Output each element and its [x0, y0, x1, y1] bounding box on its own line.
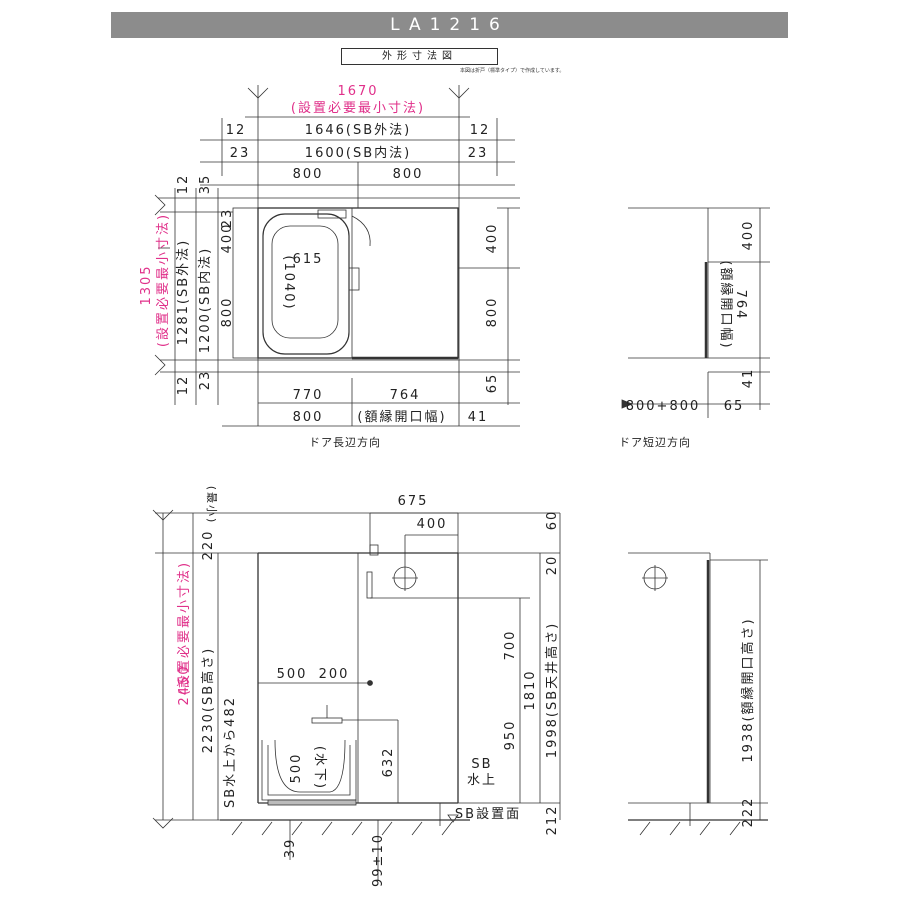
plan-d770: 770 — [293, 388, 324, 403]
elev-d632: 632 — [381, 747, 396, 778]
plan-opening-label: (額縁開口幅) — [357, 409, 446, 425]
elev-d200: 200 — [319, 667, 350, 682]
plan-min-width-label: (設置必要最小寸法) — [291, 100, 425, 116]
elev-d950: 950 — [503, 720, 518, 751]
plan-d35: 35 — [198, 174, 213, 195]
side-plan-d400: 400 — [741, 220, 756, 251]
subtitle-box: 外形寸法図 — [341, 48, 498, 65]
side-plan-d65: 65 — [724, 399, 745, 414]
elev-d400: 400 — [417, 517, 448, 532]
plan-tub-width: 615 — [293, 252, 324, 267]
title-bar: LA1216 — [111, 12, 788, 38]
elev-sb-water-top: SB — [471, 757, 492, 772]
elev-min-height-label: (設置必要最小寸法) — [176, 561, 192, 695]
plan-sb-inner-depth: 1200(SB内法) — [197, 247, 213, 353]
plan-d23-bottom: 23 — [198, 370, 213, 391]
elev-sb-floor: SB設置面 — [455, 806, 521, 822]
plan-min-depth-label: (設置必要最小寸法) — [155, 213, 171, 347]
plan-sb-outer-width: 1646(SB外法) — [305, 123, 411, 138]
plan-d400-left: 400 — [220, 223, 235, 254]
plan-sb-inner-width: 1600(SB内法) — [305, 145, 411, 161]
plan-d800-left: 800 — [293, 167, 324, 182]
side-plan-caption: ドア短辺方向 — [619, 435, 691, 449]
elev-tub-depth-label: (水下) — [312, 746, 327, 790]
elev-sb-water-bottom: 水上 — [467, 773, 497, 788]
plan-d800-left-v: 800 — [220, 297, 235, 328]
plan-d400-right: 400 — [485, 223, 500, 254]
elev-d700: 700 — [503, 630, 518, 661]
side-plan-d41: 41 — [741, 368, 756, 389]
elev-min-tag: (最小) — [205, 486, 218, 525]
plan-d764: 764 — [390, 388, 421, 403]
plan-min-depth: 1305 — [139, 264, 154, 305]
elev-water-level: SB水上から482 — [223, 696, 238, 808]
side-plan-bottom: 800+800 — [626, 399, 701, 414]
elev-ceiling: 1998(SB天井高さ) — [544, 622, 560, 758]
elev-tub-depth: 500 — [289, 753, 304, 784]
plan-d12-right: 12 — [470, 123, 491, 138]
plan-d12-bottom: 12 — [176, 375, 191, 396]
plan-d800-bottom: 800 — [293, 410, 324, 425]
elev-d675: 675 — [398, 494, 429, 509]
plan-d800-right-v: 800 — [485, 297, 500, 328]
plan-d65: 65 — [485, 373, 500, 394]
plan-d800-right: 800 — [393, 167, 424, 182]
elev-sb-height: 2230(SB高さ) — [200, 647, 216, 753]
elev-d500: 500 — [277, 667, 308, 682]
plan-d23-right: 23 — [468, 146, 489, 161]
elev-min-height: 2450 — [177, 664, 192, 705]
plan-d12-top: 12 — [176, 174, 191, 195]
elev-d99: 99±10 — [371, 833, 386, 887]
side-elev-d222: 222 — [741, 797, 756, 828]
drawing-note: 本図は折戸（標準タイプ）で作成しています。 — [460, 68, 565, 74]
plan-sb-outer-depth: 1281(SB外法) — [176, 239, 191, 345]
elev-d1810: 1810 — [523, 669, 538, 710]
drawing-title: LA1216 — [390, 15, 509, 35]
plan-d23-top: 23 — [220, 208, 235, 229]
plan-d41: 41 — [468, 410, 489, 425]
elev-d20: 20 — [545, 555, 560, 576]
plan-d12-left: 12 — [226, 123, 247, 138]
elev-d212: 212 — [545, 805, 560, 836]
plan-caption: ドア長辺方向 — [309, 435, 381, 449]
side-plan-opening: (額縁開口幅) — [718, 260, 734, 349]
elev-d39: 39 — [283, 838, 298, 859]
plan-d23-left: 23 — [230, 146, 251, 161]
elev-d60: 60 — [545, 510, 560, 531]
plan-tub-length: (1040) — [281, 255, 296, 310]
side-plan-d764: 764 — [733, 290, 748, 321]
drawing-subtitle: 外形寸法図 — [382, 51, 457, 62]
elev-d220: 220 — [201, 530, 216, 561]
plan-min-width: 1670 — [337, 84, 378, 99]
side-elev-opening-height: 1938(額縁開口高さ) — [740, 617, 756, 762]
